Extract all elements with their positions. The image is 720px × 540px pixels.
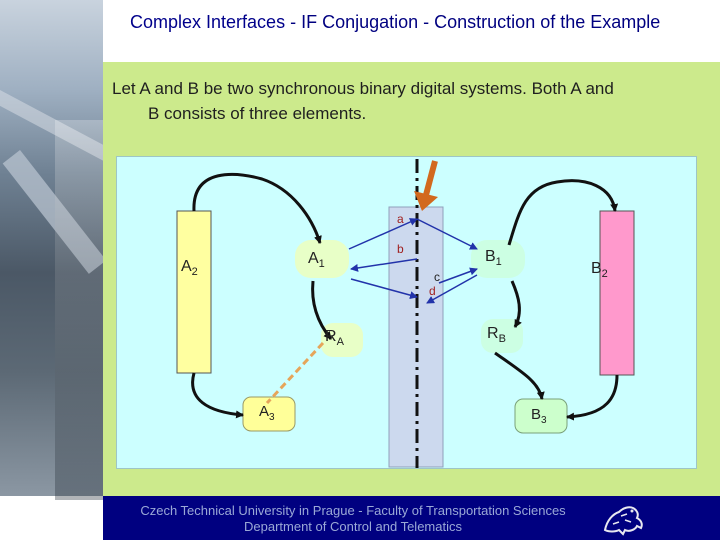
diagram-canvas: A2 A1 RA A3 B1 B2 RB B3 a b c d bbox=[176, 159, 635, 468]
slide-title: Complex Interfaces - IF Conjugation - Co… bbox=[130, 9, 700, 35]
node-b1-shape bbox=[471, 240, 525, 278]
arrow-b1-to-rb bbox=[510, 280, 522, 328]
intro-line-1: Let A and B be two synchronous binary di… bbox=[112, 79, 614, 98]
label-b2: B2 bbox=[591, 260, 608, 280]
label-a3: A3 bbox=[259, 403, 275, 423]
label-b1: B1 bbox=[485, 248, 502, 268]
signal-arrow-a-out bbox=[348, 218, 418, 250]
signal-label-d: d bbox=[429, 284, 436, 298]
arrow-a1-to-ra bbox=[311, 280, 333, 340]
ctu-lion-logo-icon bbox=[603, 506, 643, 536]
label-a2: A2 bbox=[181, 258, 198, 278]
node-rb-shape bbox=[481, 319, 523, 353]
signal-arrow-b-out bbox=[416, 218, 478, 250]
signal-label-b: b bbox=[397, 242, 404, 256]
arrow-b1-to-b2 bbox=[507, 179, 619, 246]
title-part-1: Complex Interfaces bbox=[130, 12, 286, 32]
intro-text: Let A and B be two synchronous binary di… bbox=[112, 76, 712, 126]
footer-line-1: Czech Technical University in Prague - F… bbox=[140, 503, 566, 518]
pointer-arrow-head bbox=[414, 191, 438, 211]
title-part-3: Construction of the Example bbox=[434, 12, 661, 32]
footer-text: Czech Technical University in Prague - F… bbox=[103, 503, 603, 535]
signal-arrow-b-in bbox=[438, 267, 478, 284]
pointer-arrow-shaft bbox=[423, 160, 438, 196]
footer: Czech Technical University in Prague - F… bbox=[103, 496, 720, 540]
label-rb: RB bbox=[487, 325, 506, 345]
signal-arrow-d bbox=[426, 274, 478, 304]
signal-arrow-a-in bbox=[350, 258, 418, 272]
node-b2-box bbox=[599, 210, 635, 376]
arrow-rb-to-b3 bbox=[494, 351, 545, 400]
footer-line-2: Department of Control and Telematics bbox=[244, 519, 462, 534]
node-a1-shape bbox=[295, 240, 349, 278]
arrow-a2-to-a3 bbox=[191, 372, 244, 419]
arrow-a2-to-a1 bbox=[192, 172, 322, 244]
arrow-b2-to-b3 bbox=[566, 374, 619, 421]
photo-shade bbox=[55, 120, 103, 500]
title-separator: - bbox=[418, 12, 435, 32]
dashed-link-ra-a3 bbox=[265, 341, 325, 405]
title-part-2: IF Conjugation bbox=[301, 12, 419, 32]
node-a2-box bbox=[176, 210, 212, 374]
signal-arrow-c bbox=[350, 278, 418, 300]
intro-line-2: B consists of three elements. bbox=[148, 104, 367, 123]
background-photo bbox=[0, 0, 115, 500]
diagram: A2 A1 RA A3 B1 B2 RB B3 a b c d bbox=[116, 156, 697, 469]
title-bar: Complex Interfaces - IF Conjugation - Co… bbox=[103, 0, 720, 62]
title-separator: - bbox=[285, 12, 302, 32]
label-ra: RA bbox=[325, 328, 345, 348]
label-b3: B3 bbox=[531, 406, 547, 426]
signal-label-c: c bbox=[434, 270, 440, 284]
label-a1: A1 bbox=[308, 250, 325, 270]
signal-label-a: a bbox=[397, 212, 404, 226]
